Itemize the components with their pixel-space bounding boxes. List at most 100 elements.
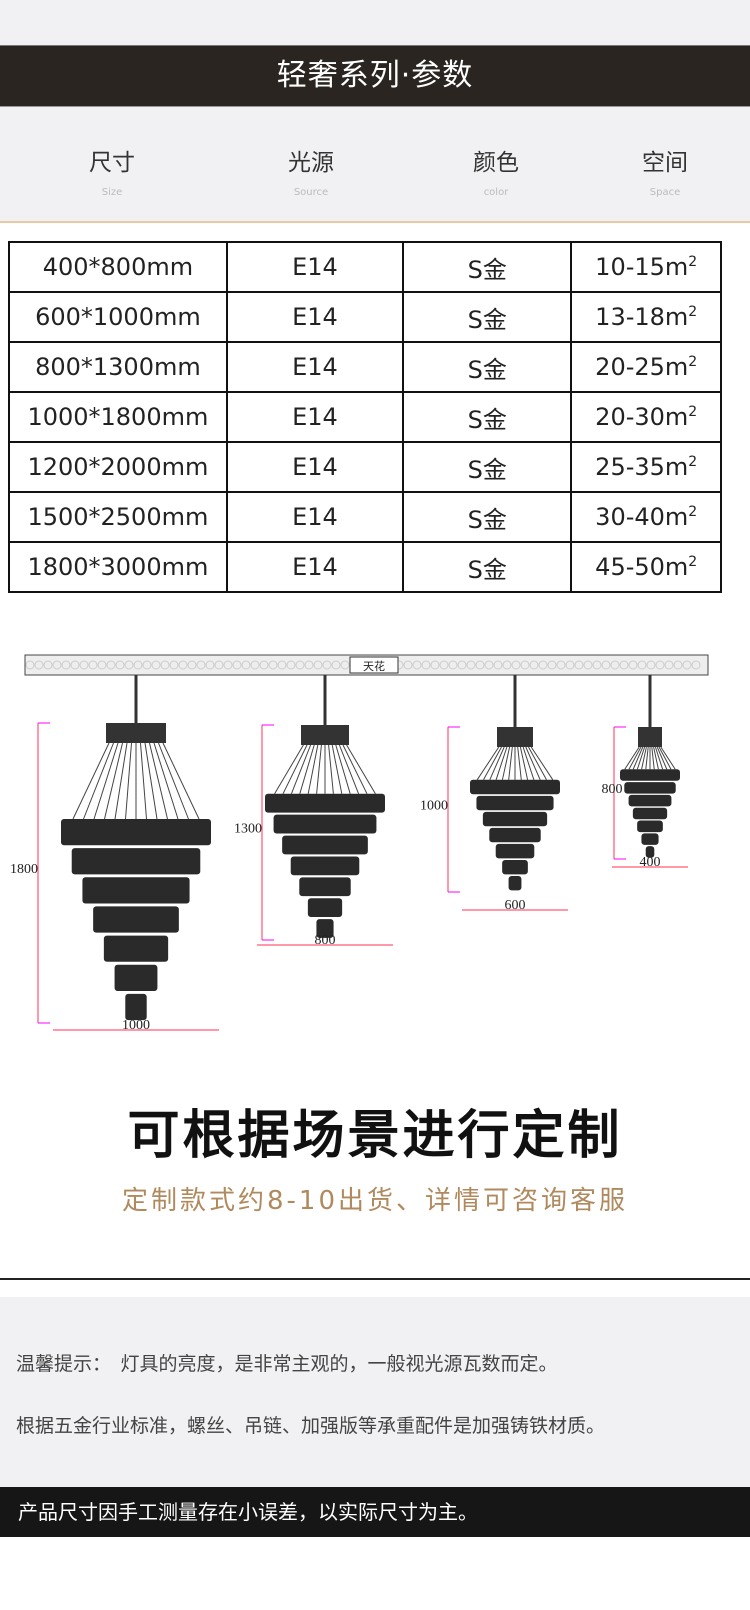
crown: [497, 727, 533, 747]
height-label: 1300: [234, 822, 262, 837]
crystal-tier: [641, 833, 659, 845]
table-cell: E14: [225, 291, 405, 343]
ceiling-pattern: [34, 660, 44, 670]
crystal-tier: [299, 877, 351, 897]
ceiling-pattern: [178, 660, 188, 670]
crystal-tier: [637, 820, 663, 833]
table-cell: S金: [402, 291, 573, 343]
wire: [140, 742, 147, 820]
wire: [636, 746, 646, 770]
wire: [342, 744, 368, 795]
ceiling-pattern: [655, 660, 665, 670]
table-cell: E14: [225, 441, 405, 493]
cell-text: S金: [467, 405, 507, 434]
wire: [153, 742, 179, 820]
ceiling-pattern: [592, 660, 602, 670]
ceiling-pattern: [520, 660, 530, 670]
crystal-tier: [82, 877, 190, 904]
ceiling-label-box: [349, 656, 399, 674]
wire: [72, 742, 110, 820]
ceiling-pattern: [448, 660, 458, 670]
crystal-tier: [290, 856, 360, 876]
table-cell: 30-40m2: [570, 491, 722, 543]
wire: [651, 746, 655, 770]
wire: [274, 744, 304, 795]
wire: [290, 744, 312, 794]
cell-text: 1500*2500mm: [27, 503, 209, 531]
table-cell: 600*1000mm: [8, 291, 228, 343]
ceiling-pattern: [214, 660, 224, 670]
width-label: 400: [640, 855, 661, 870]
table-cell: 1500*2500mm: [8, 491, 228, 543]
header-cn: 光源: [288, 150, 334, 176]
cell-text: 30-40m: [595, 503, 689, 531]
wire: [307, 744, 319, 794]
ceiling-pattern: [466, 660, 476, 670]
superscript: 2: [688, 554, 698, 570]
header-en: Space: [649, 187, 681, 198]
wire: [645, 746, 649, 770]
ceiling-pattern: [421, 660, 431, 670]
wire: [114, 742, 128, 820]
tip-line: 根据五金行业标准，螺丝、吊链、加强版等承重配件是加强铸铁材质。: [16, 1415, 606, 1437]
crystal-tier: [103, 935, 169, 962]
table-cell: 800*1300mm: [8, 341, 228, 393]
ceiling-pattern: [403, 660, 413, 670]
crystal-tier: [482, 811, 548, 827]
cell-text: S金: [467, 305, 507, 334]
wire: [476, 746, 500, 781]
crystal-tier: [470, 779, 560, 795]
cell-text: E14: [292, 253, 338, 281]
ceiling-pattern: [286, 660, 296, 670]
superscript: 2: [688, 254, 698, 270]
page-title: 轻奢系列·参数: [0, 45, 750, 107]
cell-text: 1800*3000mm: [27, 553, 209, 581]
ceiling-pattern: [439, 660, 449, 670]
wire: [83, 742, 114, 820]
wire: [346, 744, 376, 795]
ceiling-pattern: [313, 660, 323, 670]
wire: [104, 742, 123, 820]
wire: [660, 746, 676, 770]
wire: [519, 746, 529, 780]
wire: [641, 746, 647, 770]
cell-text: E14: [292, 303, 338, 331]
wire: [335, 744, 351, 794]
wire: [149, 742, 168, 820]
ceiling-pattern: [331, 660, 341, 670]
wire: [162, 742, 200, 820]
wire: [158, 742, 189, 820]
ceiling-pattern: [151, 660, 161, 670]
crystal-tier: [93, 906, 179, 933]
crystal-tier: [645, 846, 655, 858]
wire: [501, 746, 511, 780]
ceiling-pattern: [547, 660, 557, 670]
crystal-tier: [125, 993, 147, 1021]
wire: [653, 746, 659, 770]
ceiling-pattern: [691, 660, 701, 670]
width-label: 600: [505, 898, 526, 913]
ceiling-pattern: [340, 660, 350, 670]
ceiling-pattern: [70, 660, 80, 670]
ceiling-pattern: [268, 660, 278, 670]
wire: [125, 742, 132, 820]
wire: [517, 746, 522, 780]
cell-text: 800*1300mm: [35, 353, 201, 381]
superscript: 2: [688, 354, 698, 370]
cell-text: E14: [292, 403, 338, 431]
wire: [624, 746, 640, 770]
cell-text: S金: [467, 455, 507, 484]
ceiling-pattern: [574, 660, 584, 670]
header-en: color: [483, 187, 509, 198]
height-label: 800: [602, 782, 623, 797]
ceiling-pattern: [259, 660, 269, 670]
height-label: 1800: [10, 862, 38, 877]
ceiling-pattern: [556, 660, 566, 670]
cell-text: 400*800mm: [42, 253, 194, 281]
ceiling-pattern: [529, 660, 539, 670]
